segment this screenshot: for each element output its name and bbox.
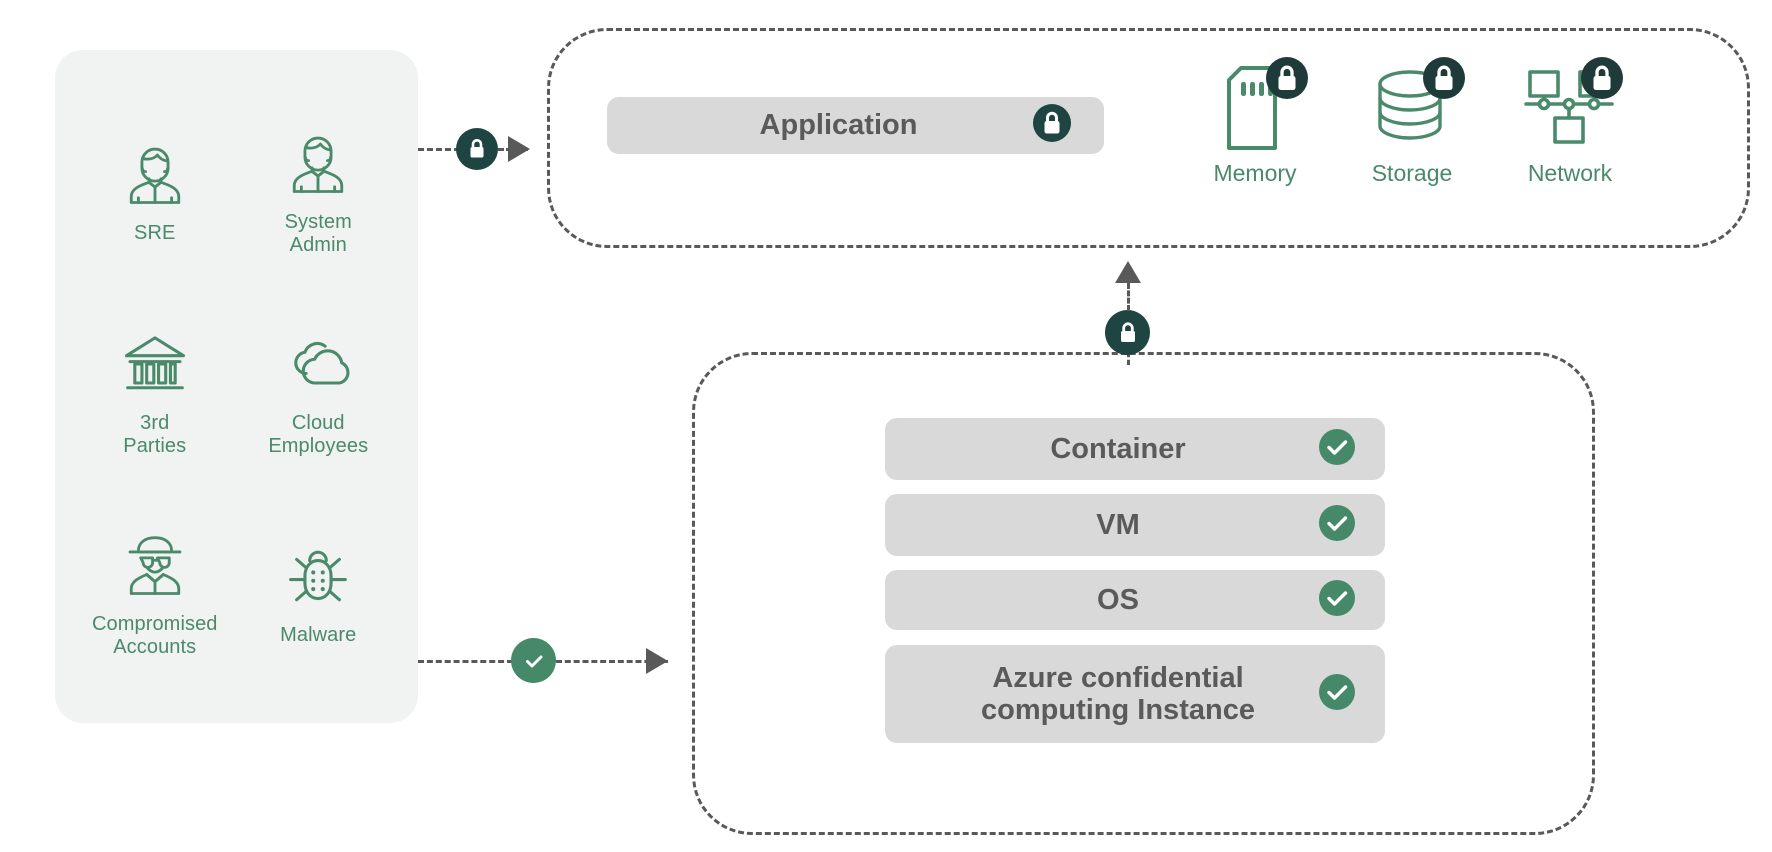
actor-label-line2: Parties (123, 434, 187, 457)
spy-icon (128, 535, 182, 595)
stack-chip-vm[interactable]: VM (885, 494, 1385, 556)
check-icon (511, 638, 556, 683)
resource-network[interactable]: Network (1495, 57, 1645, 187)
actor-sre[interactable]: SRE (73, 136, 237, 245)
resource-memory[interactable]: Memory (1180, 57, 1330, 187)
resource-label: Network (1527, 160, 1613, 186)
check-icon (1317, 503, 1357, 548)
resource-memory-art (1203, 57, 1308, 152)
actor-label: Compromised Accounts (92, 613, 218, 659)
lock-icon (1578, 54, 1626, 107)
actor-label-line2: Accounts (113, 635, 197, 658)
resource-label: Memory (1213, 160, 1297, 186)
application-chip[interactable]: Application (607, 97, 1104, 154)
stack-chip-label: OS (1097, 583, 1139, 616)
check-icon (1317, 578, 1357, 623)
lock-icon (1105, 310, 1150, 355)
resource-storage-art (1360, 57, 1465, 152)
actor-malware[interactable]: Malware (237, 538, 401, 647)
lock-icon (1263, 54, 1311, 107)
actor-label: SRE (134, 222, 176, 244)
diagram-title: Azure confidential computing trust bound… (0, 0, 1, 1)
actor-label-line1: Compromised (91, 612, 218, 635)
stack-chip-label-line2: computing Instance (981, 694, 1255, 726)
actor-label: 3rd Parties (123, 412, 186, 458)
stack-chip-label: Container (1050, 432, 1186, 465)
cloud-icon (294, 341, 350, 385)
actor-cloud-employees[interactable]: Cloud Employees (237, 326, 401, 458)
bug-icon (289, 550, 348, 602)
confidential-computing-zone (692, 352, 1595, 835)
actor-label-line1: Cloud (291, 411, 345, 434)
arrow-up-icon (1115, 261, 1141, 283)
connector-actors-to-application-segment (418, 148, 460, 151)
connector-actors-to-confidential-computing-segment (556, 660, 668, 663)
actor-system-admin[interactable]: System Admin (237, 125, 401, 257)
actor-label-line1: 3rd (140, 411, 170, 434)
lock-icon (456, 128, 498, 170)
arrow-right-icon (646, 648, 668, 674)
lock-icon (1420, 54, 1468, 107)
person-icon (293, 136, 344, 193)
connector-actors-to-confidential-computing-segment (418, 660, 513, 663)
stack-chip-label: Azure confidential computing Instance (885, 662, 1317, 727)
actor-label: Cloud Employees (268, 412, 368, 458)
resource-label: Storage (1371, 160, 1453, 186)
application-trust-zone (547, 28, 1750, 248)
application-chip-label: Application (759, 109, 918, 142)
threat-actors-grid: SRE System Admin (55, 50, 418, 723)
actor-label: Malware (280, 624, 357, 646)
stack-chip-azure-confidential-computing-instance[interactable]: Azure confidential computing Instance (885, 645, 1385, 743)
bank-icon (124, 335, 185, 389)
threat-actors-panel: SRE System Admin (55, 50, 418, 723)
actor-label: System Admin (285, 211, 352, 257)
actor-compromised-accounts[interactable]: Compromised Accounts (73, 527, 237, 659)
connector-confidential-computing-to-application-segment (1127, 283, 1130, 311)
actor-third-parties[interactable]: 3rd Parties (73, 326, 237, 458)
stack-chip-os[interactable]: OS (885, 570, 1385, 630)
arrow-right-icon (508, 136, 530, 162)
connector-confidential-computing-to-application-segment (1127, 352, 1130, 365)
check-icon (1317, 427, 1357, 472)
resource-storage[interactable]: Storage (1337, 57, 1487, 187)
stack-chip-container[interactable]: Container (885, 418, 1385, 480)
stack-chip-label: VM (1096, 508, 1140, 541)
actor-label-line1: System (284, 210, 352, 233)
check-icon (1317, 672, 1357, 717)
actor-label-line2: Employees (268, 434, 369, 457)
person-icon (129, 147, 180, 204)
resource-network-art (1518, 57, 1623, 152)
lock-icon (1030, 101, 1074, 150)
stack-chip-label-line1: Azure confidential (992, 661, 1244, 694)
actor-label-line2: Admin (289, 233, 347, 256)
